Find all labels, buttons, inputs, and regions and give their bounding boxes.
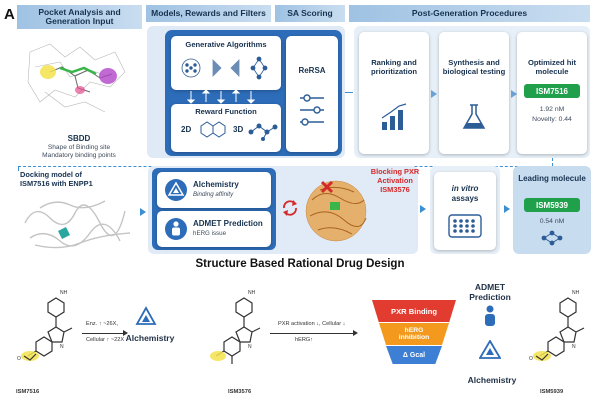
ranking-label: Ranking and prioritization [371, 58, 417, 77]
arrow1-head [123, 330, 128, 336]
flask-icon [462, 104, 486, 129]
protein-surface-image [305, 180, 367, 242]
alchemistry-sub: Binding affinity [193, 191, 234, 198]
admet-card: ADMET Prediction hERG issue [157, 211, 271, 247]
header-models: Models, Rewards and Filters [146, 5, 271, 22]
alchemistry-icon-1 [135, 306, 157, 325]
arrow-dock-row2 [140, 208, 146, 216]
gen-algorithms-title: Generative Algorithms [185, 40, 267, 49]
funnel-pxr: PXR Binding [372, 300, 456, 322]
protein-ribbon-image [24, 200, 131, 249]
sbdd-line1: Shape of Binding site [47, 143, 111, 151]
admet-sub: hERG issue [193, 230, 227, 237]
mol3-n-label: N [572, 344, 576, 350]
arrow-invitro-lead [504, 205, 510, 213]
molecule-ism5939: NH O N [529, 290, 585, 362]
label-2d: 2D [181, 125, 192, 134]
admet-label-bottom: ADMET Prediction [469, 282, 511, 303]
mol1-label: ISM7516 [16, 389, 40, 395]
mol2-label: ISM3576 [228, 389, 252, 395]
chart-icon [381, 103, 407, 130]
panel-letter: A [4, 6, 15, 23]
invitro-em: in vitro [451, 184, 479, 193]
docking-label: Docking model of ISM7516 with ENPP1 [20, 170, 93, 188]
optimized-label: Optimized hit molecule [527, 58, 577, 77]
lead-ic50: 0.54 nM [539, 218, 565, 225]
mol1-o-label: O [17, 356, 21, 362]
header-sa: SA Scoring [275, 5, 345, 22]
arrow2-head [353, 330, 358, 336]
arrow2-top: PXR activation ↓, Cellular ↓ [278, 321, 346, 327]
leading-card: Leading molecule ISM5939 0.54 nM [513, 166, 591, 254]
hit-ic50: 1.92 nM [539, 106, 565, 113]
ranking-card: Ranking and prioritization [359, 32, 429, 154]
rersa-label: ReRSA [298, 66, 326, 75]
arrow2-line [270, 333, 356, 334]
alchemistry-card: Alchemistry Binding affinity [157, 172, 271, 208]
sbdd-title: SBDD [67, 134, 91, 143]
lead-id-pill: ISM5939 [524, 198, 580, 212]
mol2-nh2-label: NH [248, 290, 256, 296]
arrow1-bottom: Cellular ↑ ~22X [86, 337, 125, 343]
cycle-icon [283, 200, 297, 216]
arrow1-line [82, 333, 126, 334]
rersa-card: ReRSA [286, 36, 338, 152]
pocket-panel: SBDD Shape of Binding site Mandatory bin… [20, 32, 138, 182]
triangle-icon [165, 179, 187, 201]
arrow-rank-synth [431, 90, 437, 98]
docking-panel: Docking model of ISM7516 with ENPP1 [20, 170, 140, 251]
label-3d: 3D [233, 125, 244, 134]
optimized-card: Optimized hit molecule ISM7516 1.92 nM N… [517, 32, 587, 154]
main-title: Structure Based Rational Drug Design [195, 258, 405, 270]
mol1-n-label: N [60, 344, 64, 350]
mol3-o-label: O [529, 356, 533, 362]
alchemistry-label-2: Alchemistry [467, 375, 517, 385]
alchemistry-label-1: Alchemistry [125, 333, 175, 343]
header-pocket: Pocket Analysis and Generation Input [17, 5, 142, 29]
blocking-pxr-label: Blocking PXR Activation ISM3576 [370, 167, 420, 194]
synthesis-label: Synthesis and biological testing [442, 58, 506, 77]
alchemistry-title: Alchemistry [193, 180, 239, 189]
invitro-label: in vitro [434, 184, 496, 194]
connector-left-down [18, 166, 19, 171]
invitro-card: in vitro assays [434, 172, 496, 250]
molecule-3d-icon [248, 123, 278, 141]
flow-arrows [186, 90, 256, 104]
admet-title: ADMET Prediction [193, 219, 263, 228]
synthesis-card: Synthesis and biological testing [439, 32, 509, 154]
arrow-synth-opt [511, 90, 517, 98]
connector-down [552, 158, 553, 166]
arrow-row2-invitro [420, 205, 426, 213]
well-plate-icon [448, 214, 482, 238]
mol1-nh2-label: NH [60, 290, 68, 296]
mol3-label: ISM5939 [540, 389, 564, 395]
person-icon [165, 218, 187, 240]
molecule-ism3576: NH N [210, 290, 261, 364]
hit-novelty: Novelty: 0.44 [532, 116, 572, 123]
arrow2-bottom: hERG↑ [295, 337, 314, 343]
molecule-icon [541, 230, 563, 246]
gen-algorithms-card: Generative Algorithms [171, 36, 281, 90]
network-icons [181, 56, 268, 80]
binding-pocket-image [27, 43, 126, 113]
sliders-icon [300, 94, 324, 126]
mol3-nh2-label: NH [572, 290, 580, 296]
mol2-n-label: N [248, 344, 252, 350]
reward-function-card: Reward Function 2D 3D [171, 104, 281, 152]
sbdd-line2: Mandatory binding points [42, 151, 116, 159]
invitro-assays: assays [451, 193, 479, 203]
person-icon-bottom [485, 305, 495, 326]
molecule-ism7516: NH O N [17, 290, 73, 362]
arrow-to-post [345, 92, 353, 93]
reward-function-title: Reward Function [195, 107, 257, 116]
hit-id-pill: ISM7516 [524, 84, 580, 98]
funnel-herg: hERG inhibition [379, 323, 449, 345]
arrow1-top: Enz. ↑ ~26X, [86, 321, 118, 327]
funnel-gcal: Δ Gcal [386, 346, 442, 364]
molecule-2d-icon [200, 121, 226, 138]
header-post: Post-Generation Procedures [349, 5, 590, 22]
alchemistry-icon-2 [479, 340, 501, 359]
leading-label: Leading molecule [518, 174, 586, 183]
